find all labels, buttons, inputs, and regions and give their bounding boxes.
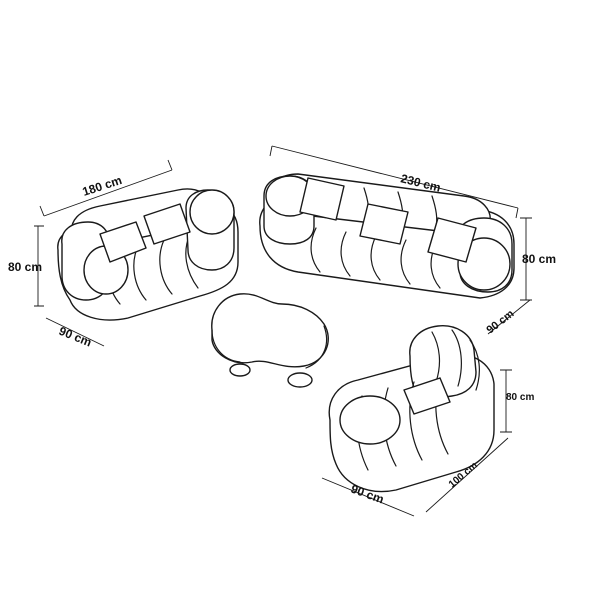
loveseat-depth-label: 90 cm bbox=[57, 324, 94, 350]
sofa-height-label: 80 cm bbox=[522, 252, 556, 266]
loveseat-pillow-2 bbox=[143, 203, 191, 245]
sofa-pillow-1 bbox=[299, 177, 345, 221]
armchair-height-label: 80 cm bbox=[506, 392, 534, 403]
sofa bbox=[259, 173, 515, 299]
coffee-table-top bbox=[211, 293, 329, 368]
armchair bbox=[328, 325, 495, 493]
coffee-table bbox=[211, 293, 329, 388]
sofa-pillow-2 bbox=[359, 203, 409, 245]
armchair-pillow bbox=[403, 377, 451, 415]
loveseat bbox=[57, 188, 239, 321]
sofa-pillow-3 bbox=[427, 217, 477, 263]
sofa-depth-label: 90 cm bbox=[484, 308, 516, 337]
loveseat-pillow-1 bbox=[99, 221, 147, 263]
loveseat-height-label: 80 cm bbox=[8, 260, 42, 274]
